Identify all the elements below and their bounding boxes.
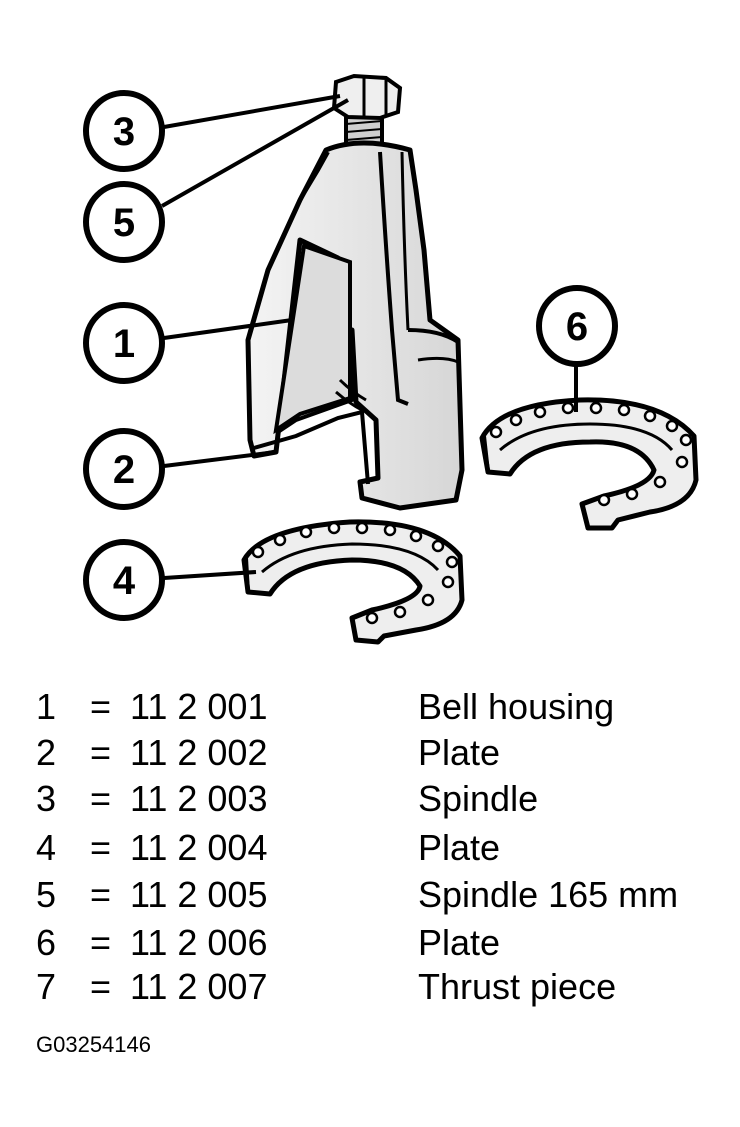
callout-2-label: 2 xyxy=(113,448,135,492)
figure-code: G03254146 xyxy=(36,1032,151,1057)
legend-description: Spindle xyxy=(418,778,539,819)
legend-description: Plate xyxy=(418,827,501,868)
legend-row: 7 = 11 2 007 Thrust piece xyxy=(36,964,726,1010)
leader-lines xyxy=(161,94,578,580)
legend-part-code: 11 2 004 xyxy=(130,827,268,868)
legend-part-code: 11 2 001 xyxy=(130,686,268,727)
bell-housing xyxy=(245,140,465,511)
callout-5: 5 xyxy=(83,181,165,263)
callout-6: 6 xyxy=(536,285,618,367)
legend-row: 5 = 11 2 005 Spindle 165 mm xyxy=(36,872,726,918)
legend-equals: = xyxy=(90,966,112,1007)
legend-description: Bell housing xyxy=(418,686,615,727)
plate-4 xyxy=(241,519,465,645)
legend-equals: = xyxy=(90,827,112,868)
callout-2: 2 xyxy=(83,428,165,510)
legend-equals: = xyxy=(90,922,112,963)
legend-part-code: 11 2 002 xyxy=(130,732,268,773)
legend-part-code: 11 2 003 xyxy=(130,778,268,819)
legend-description: Thrust piece xyxy=(418,966,617,1007)
legend-row: 6 = 11 2 006 Plate xyxy=(36,920,726,966)
legend-number: 3 xyxy=(36,778,57,819)
legend-equals: = xyxy=(90,732,112,773)
callout-1: 1 xyxy=(83,302,165,384)
legend-equals: = xyxy=(90,778,112,819)
legend-number: 4 xyxy=(36,827,57,868)
legend-number: 7 xyxy=(36,966,57,1007)
plate-6 xyxy=(479,397,699,531)
callout-3: 3 xyxy=(83,90,165,172)
legend-part-code: 11 2 007 xyxy=(130,966,268,1007)
legend-equals: = xyxy=(90,686,112,727)
legend-number: 2 xyxy=(36,732,57,773)
legend-equals: = xyxy=(90,874,112,915)
legend-description: Plate xyxy=(418,922,501,963)
legend-row: 3 = 11 2 003 Spindle xyxy=(36,776,726,822)
callout-3-label: 3 xyxy=(113,110,135,154)
callout-1-label: 1 xyxy=(113,322,135,366)
legend-description: Spindle 165 mm xyxy=(418,874,679,915)
tool-set-illustration: 3 5 1 2 4 6 xyxy=(83,73,699,645)
callout-5-label: 5 xyxy=(113,201,135,245)
spindle xyxy=(331,73,403,162)
callout-6-label: 6 xyxy=(566,305,588,349)
callout-4: 4 xyxy=(83,539,165,621)
legend-part-code: 11 2 006 xyxy=(130,922,268,963)
legend-part-code: 11 2 005 xyxy=(130,874,268,915)
legend-number: 6 xyxy=(36,922,57,963)
legend-number: 5 xyxy=(36,874,57,915)
callout-4-label: 4 xyxy=(113,559,136,603)
legend-row: 1 = 11 2 001 Bell housing xyxy=(36,684,726,730)
legend-description: Plate xyxy=(418,732,501,773)
legend-row: 4 = 11 2 004 Plate xyxy=(36,825,726,871)
legend-row: 2 = 11 2 002 Plate xyxy=(36,730,726,776)
legend-number: 1 xyxy=(36,686,57,727)
